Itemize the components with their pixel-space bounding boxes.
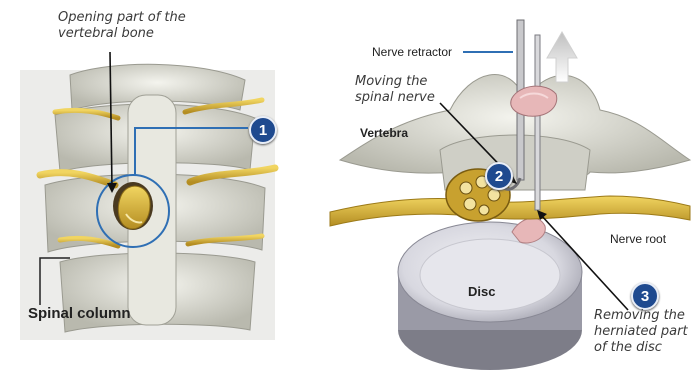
left-spine-illustration [20, 64, 275, 340]
nerve-retractor-label: Nerve retractor [372, 45, 452, 59]
step-3-badge: 3 [631, 282, 659, 310]
nerve-root-label: Nerve root [610, 232, 666, 246]
vertebra-label: Vertebra [360, 126, 408, 140]
removing-caption-line1: Removing the [594, 308, 685, 323]
removing-caption-line2: herniated part [594, 324, 688, 339]
moving-nerve-caption-line1: Moving the [355, 74, 427, 89]
removing-caption-line3: of the disc [594, 340, 662, 355]
moving-nerve-caption-line2: spinal nerve [355, 90, 435, 105]
step-1-badge: 1 [249, 116, 277, 144]
spinal-column-label: Spinal column [28, 305, 131, 322]
step-2-badge: 2 [485, 162, 513, 190]
opening-caption-line2: vertebral bone [58, 26, 154, 41]
disc-label: Disc [468, 284, 495, 299]
retraction-up-arrow-icon [547, 32, 577, 82]
opening-caption-line1: Opening part of the [58, 10, 186, 25]
